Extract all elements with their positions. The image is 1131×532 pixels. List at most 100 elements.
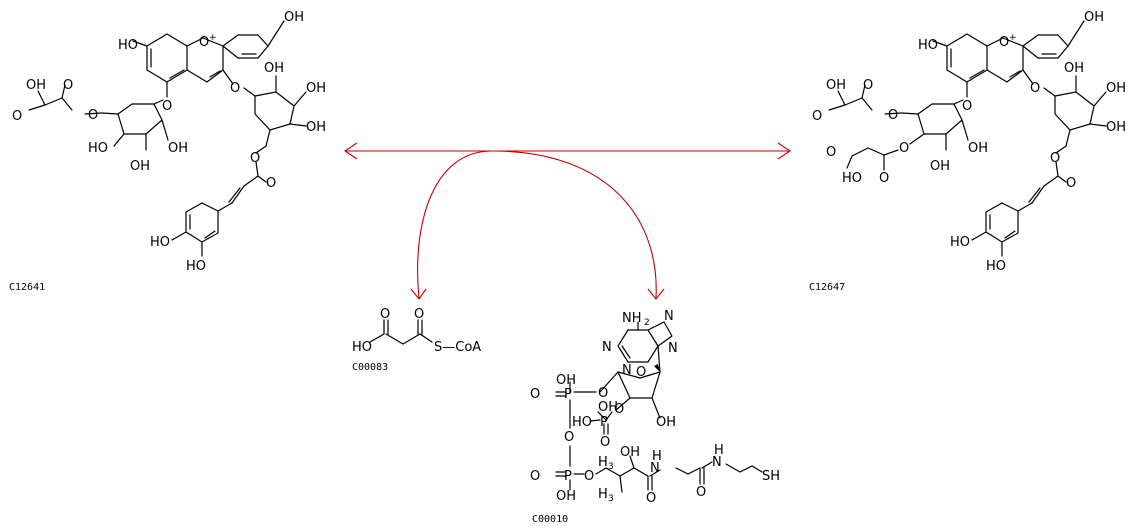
atom-label: HO bbox=[118, 38, 138, 53]
atom-label: O bbox=[600, 435, 610, 450]
atom-label: 3 bbox=[608, 462, 614, 472]
atom-label: OH bbox=[556, 373, 576, 388]
atom-label: P bbox=[600, 415, 608, 430]
atom-label: O bbox=[879, 171, 889, 186]
atom-label: HO bbox=[88, 141, 108, 156]
atom-label: OH bbox=[656, 415, 676, 430]
atom-label: N bbox=[650, 461, 660, 476]
atom-label: O bbox=[250, 151, 260, 166]
substrate-atoms: HO O + OH O O O O OH O HO OH OH OH OH OH… bbox=[12, 10, 326, 274]
atom-label: H bbox=[652, 449, 662, 464]
atom-label: + bbox=[1009, 33, 1017, 43]
atom-label: OH bbox=[620, 445, 640, 460]
coproduct-structure bbox=[555, 321, 763, 493]
atom-label: SH bbox=[762, 469, 780, 484]
atom-label: O bbox=[199, 35, 209, 50]
atom-label: O bbox=[230, 81, 240, 96]
atom-label: HO bbox=[186, 259, 206, 274]
reaction-arrows bbox=[344, 142, 791, 300]
atom-label: H bbox=[714, 443, 724, 458]
atom-label: OH bbox=[556, 489, 576, 504]
atom-label: HO bbox=[918, 38, 938, 53]
atom-label: OH bbox=[26, 78, 46, 93]
atom-label: HO bbox=[150, 235, 170, 250]
atom-label: O bbox=[863, 78, 873, 93]
coproduct-id: C00010 bbox=[532, 514, 568, 525]
atom-label: O bbox=[266, 176, 276, 191]
cosubstrate-id: C00083 bbox=[352, 362, 388, 373]
product-id: C12647 bbox=[809, 282, 845, 293]
atom-label: O bbox=[812, 109, 822, 124]
atom-label: N bbox=[712, 455, 722, 470]
atom-label: O bbox=[530, 469, 540, 484]
atom-label: OH bbox=[168, 141, 188, 156]
product-atoms: HO O + OH O O O O OH O O O HO O OH OH OH… bbox=[812, 10, 1126, 274]
atom-label: O bbox=[646, 491, 656, 506]
atom-label: + bbox=[209, 33, 217, 43]
cosubstrate-arrowhead bbox=[410, 288, 427, 300]
atom-label: HO bbox=[950, 235, 970, 250]
atom-label: O bbox=[888, 108, 898, 123]
atom-label: O bbox=[999, 35, 1009, 50]
atom-label: O bbox=[1066, 176, 1076, 191]
atom-label: O bbox=[63, 78, 73, 93]
atom-label: OH bbox=[1106, 81, 1126, 96]
atom-label: N bbox=[602, 340, 612, 355]
atom-label: 3 bbox=[608, 494, 614, 504]
cosubstrate-arc bbox=[417, 150, 493, 299]
atom-label: O bbox=[1030, 81, 1040, 96]
atom-label: NH bbox=[622, 311, 642, 326]
atom-label: O bbox=[826, 145, 836, 160]
cosubstrate-structure bbox=[369, 319, 433, 345]
atom-label: N bbox=[668, 341, 678, 356]
atom-label: OH bbox=[598, 400, 618, 415]
atom-label: O bbox=[414, 307, 424, 322]
atom-label: OH bbox=[930, 159, 950, 174]
atom-label: O bbox=[380, 307, 390, 322]
substrate-id: C12641 bbox=[9, 282, 45, 293]
atom-label: O bbox=[162, 99, 172, 114]
atom-label: OH bbox=[826, 78, 846, 93]
atom-label: N bbox=[622, 363, 632, 378]
atom-label: OH bbox=[264, 61, 284, 76]
atom-label: O bbox=[636, 365, 646, 380]
atom-label: O bbox=[1050, 151, 1060, 166]
atom-label: OH bbox=[306, 120, 326, 135]
atom-label: O bbox=[614, 402, 624, 417]
atom-label: HO bbox=[572, 415, 592, 430]
coproduct-atoms: NH 2 N N N N O O OH O P O O OH HO P O OH… bbox=[530, 309, 780, 506]
atom-label: HO bbox=[842, 171, 862, 186]
atom-label: P bbox=[564, 469, 572, 484]
atom-label: H bbox=[598, 487, 608, 502]
atom-label: N bbox=[664, 309, 674, 324]
atom-label: OH bbox=[284, 10, 304, 25]
atom-label: O bbox=[564, 430, 574, 445]
atom-label: H bbox=[598, 455, 608, 470]
coproduct-arrowhead bbox=[647, 288, 665, 300]
atom-label: O bbox=[12, 109, 22, 124]
atom-label: P bbox=[564, 387, 572, 402]
atom-label: 2 bbox=[644, 318, 650, 328]
atom-label: HO bbox=[352, 340, 372, 355]
product-structure bbox=[828, 20, 1107, 257]
left-arrowhead bbox=[344, 142, 358, 160]
right-arrowhead bbox=[777, 142, 791, 160]
atom-label: S—CoA bbox=[434, 340, 481, 355]
atom-label: O bbox=[696, 485, 706, 500]
atom-label: OH bbox=[1064, 61, 1084, 76]
atom-label: O bbox=[899, 141, 909, 156]
atom-label: O bbox=[962, 99, 972, 114]
atom-label: O bbox=[584, 469, 594, 484]
atom-label: OH bbox=[130, 159, 150, 174]
atom-label: HO bbox=[986, 259, 1006, 274]
atom-label: O bbox=[530, 387, 540, 402]
atom-label: OH bbox=[968, 141, 988, 156]
atom-label: OH bbox=[306, 81, 326, 96]
atom-label: OH bbox=[1106, 120, 1126, 135]
atom-label: O bbox=[88, 108, 98, 123]
coproduct-arc bbox=[491, 150, 657, 299]
substrate-structure bbox=[28, 20, 307, 257]
atom-label: OH bbox=[1084, 10, 1104, 25]
